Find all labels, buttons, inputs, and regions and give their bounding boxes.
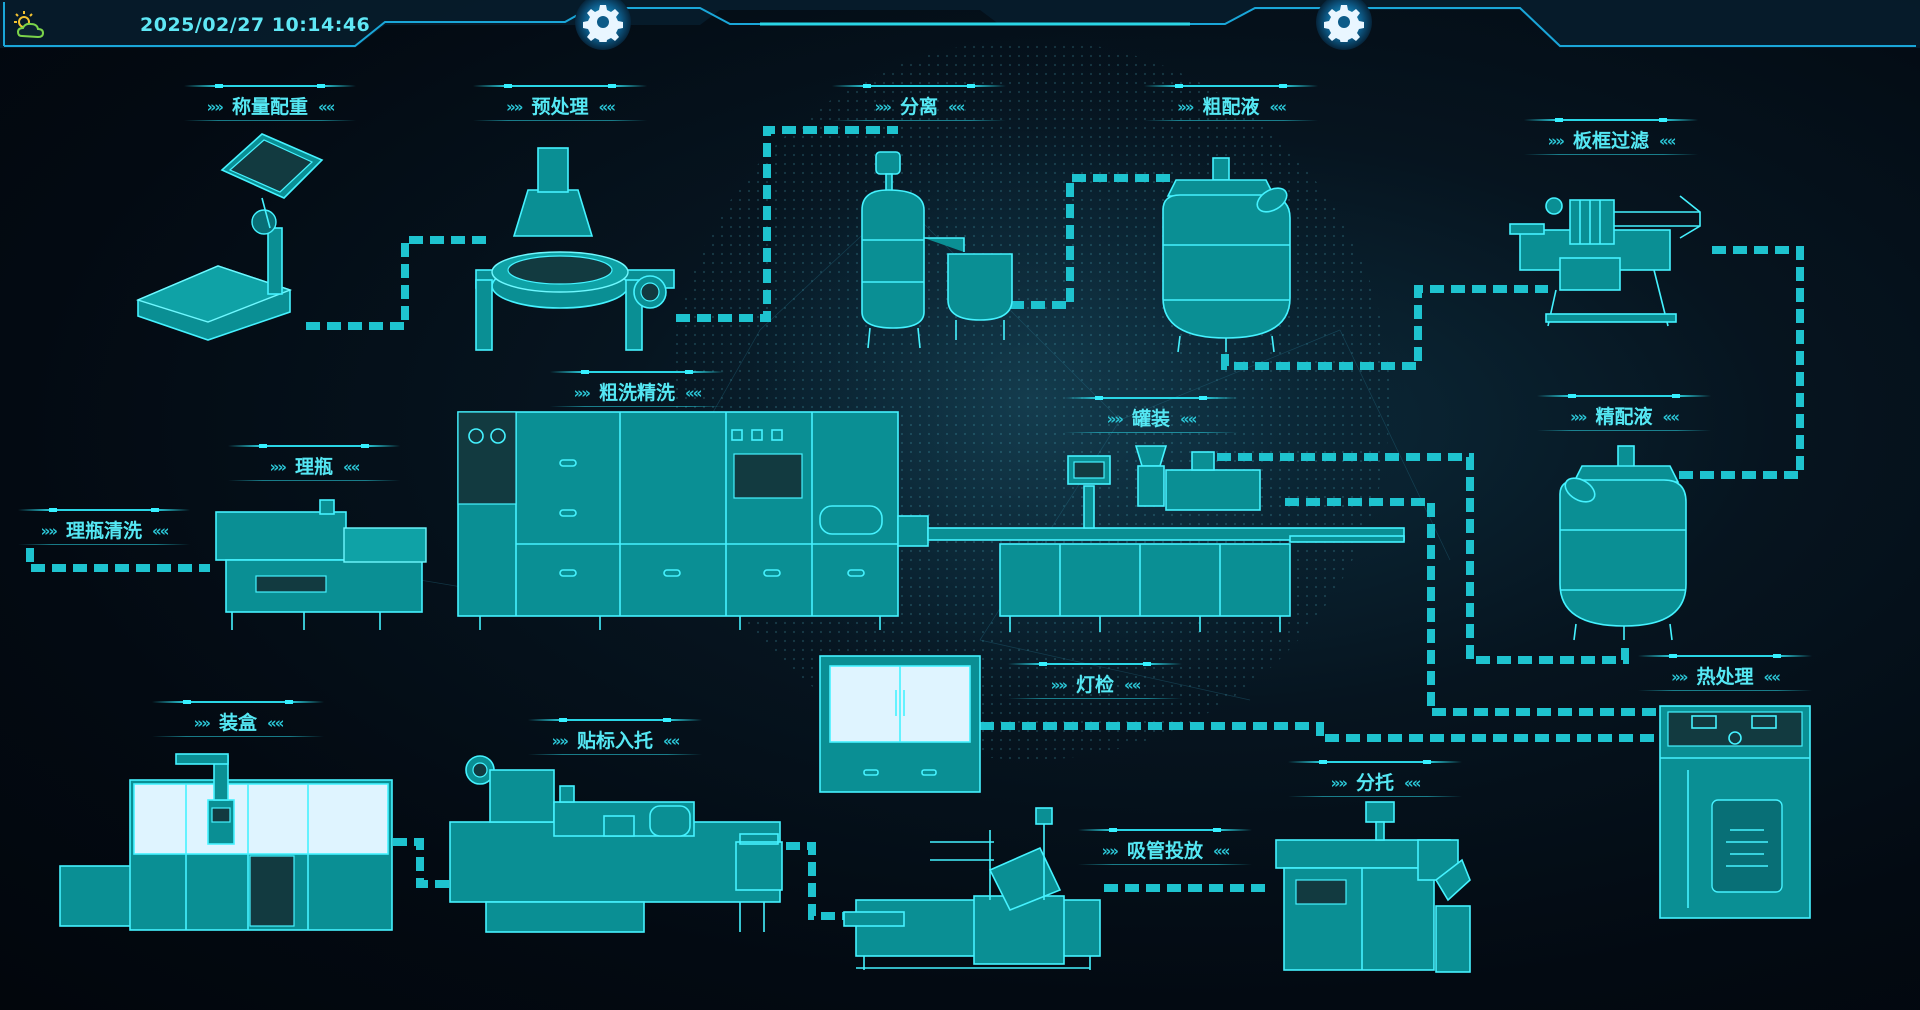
boxing-machine[interactable] bbox=[59, 753, 393, 931]
station-label-text: 理瓶 bbox=[294, 456, 333, 478]
separation-machine[interactable] bbox=[861, 151, 1013, 349]
filling-machine[interactable] bbox=[927, 445, 1405, 632]
station-label-separation: »»分离«« bbox=[832, 83, 1006, 123]
weather-icon bbox=[12, 10, 46, 42]
light-inspect-machine[interactable] bbox=[819, 655, 981, 793]
station-label-wash: »»粗洗精洗«« bbox=[550, 369, 724, 409]
plate-filter-machine[interactable] bbox=[1509, 195, 1701, 327]
station-label-text: 板框过滤 bbox=[1572, 130, 1649, 152]
station-label-bottle-sort: »»理瓶«« bbox=[228, 443, 400, 483]
station-label-text: 灯检 bbox=[1075, 674, 1114, 696]
settings-gear-icon-2[interactable] bbox=[1316, 0, 1372, 50]
pretreatment-machine[interactable] bbox=[475, 147, 675, 351]
station-label-boxing: »»装盒«« bbox=[152, 699, 324, 739]
settings-gear-icon[interactable] bbox=[575, 0, 631, 50]
process-pipes bbox=[26, 126, 1804, 920]
wash-machine[interactable] bbox=[457, 411, 929, 630]
station-label-light-inspect: »»灯检«« bbox=[1008, 661, 1182, 701]
datetime-display: 2025/02/27 10:14:46 bbox=[140, 14, 371, 36]
station-label-text: 预处理 bbox=[531, 96, 589, 118]
station-label-text: 分托 bbox=[1355, 772, 1394, 794]
station-label-text: 称量配重 bbox=[231, 96, 308, 118]
station-label-text: 理瓶清洗 bbox=[65, 520, 142, 542]
station-label-crude-mix: »»粗配液«« bbox=[1144, 83, 1318, 123]
station-label-heat-treat: »»热处理«« bbox=[1638, 653, 1812, 693]
heat-treat-machine[interactable] bbox=[1659, 705, 1811, 919]
station-label-text: 分离 bbox=[899, 96, 938, 118]
station-label-text: 精配液 bbox=[1595, 406, 1653, 428]
tray-split-machine[interactable] bbox=[1275, 801, 1471, 973]
station-label-fine-mix: »»精配液«« bbox=[1537, 393, 1711, 433]
station-label-plate-filter: »»板框过滤«« bbox=[1524, 117, 1698, 157]
station-label-tray-split: »»分托«« bbox=[1288, 759, 1462, 799]
station-label-weighing: »»称量配重«« bbox=[184, 83, 356, 123]
station-label-pretreatment: »»预处理«« bbox=[473, 83, 647, 123]
station-label-text: 贴标入托 bbox=[576, 730, 653, 752]
station-label-text: 粗洗精洗 bbox=[598, 382, 675, 404]
crude-mix-tank[interactable] bbox=[1162, 157, 1291, 353]
station-label-text: 装盒 bbox=[218, 712, 257, 734]
header-bar: 2025/02/27 10:14:46 bbox=[0, 0, 1920, 50]
station-label-text: 吸管投放 bbox=[1126, 840, 1203, 862]
station-label-straw-insert: »»吸管投放«« bbox=[1078, 827, 1252, 867]
station-label-bottle-sort-wash: »»理瓶清洗«« bbox=[18, 507, 190, 547]
header-frame bbox=[0, 0, 1920, 48]
fine-mix-tank[interactable] bbox=[1559, 445, 1687, 641]
weighing-scale-machine[interactable] bbox=[135, 133, 324, 341]
straw-insert-machine[interactable] bbox=[843, 807, 1101, 970]
label-tray-machine[interactable] bbox=[449, 755, 783, 933]
station-label-text: 罐装 bbox=[1131, 408, 1170, 430]
bottle-sort-machine[interactable] bbox=[215, 499, 427, 630]
station-label-filling: »»罐装«« bbox=[1064, 395, 1238, 435]
station-label-text: 粗配液 bbox=[1202, 96, 1260, 118]
station-label-label-tray: »»贴标入托«« bbox=[528, 717, 702, 757]
station-label-text: 热处理 bbox=[1696, 666, 1754, 688]
